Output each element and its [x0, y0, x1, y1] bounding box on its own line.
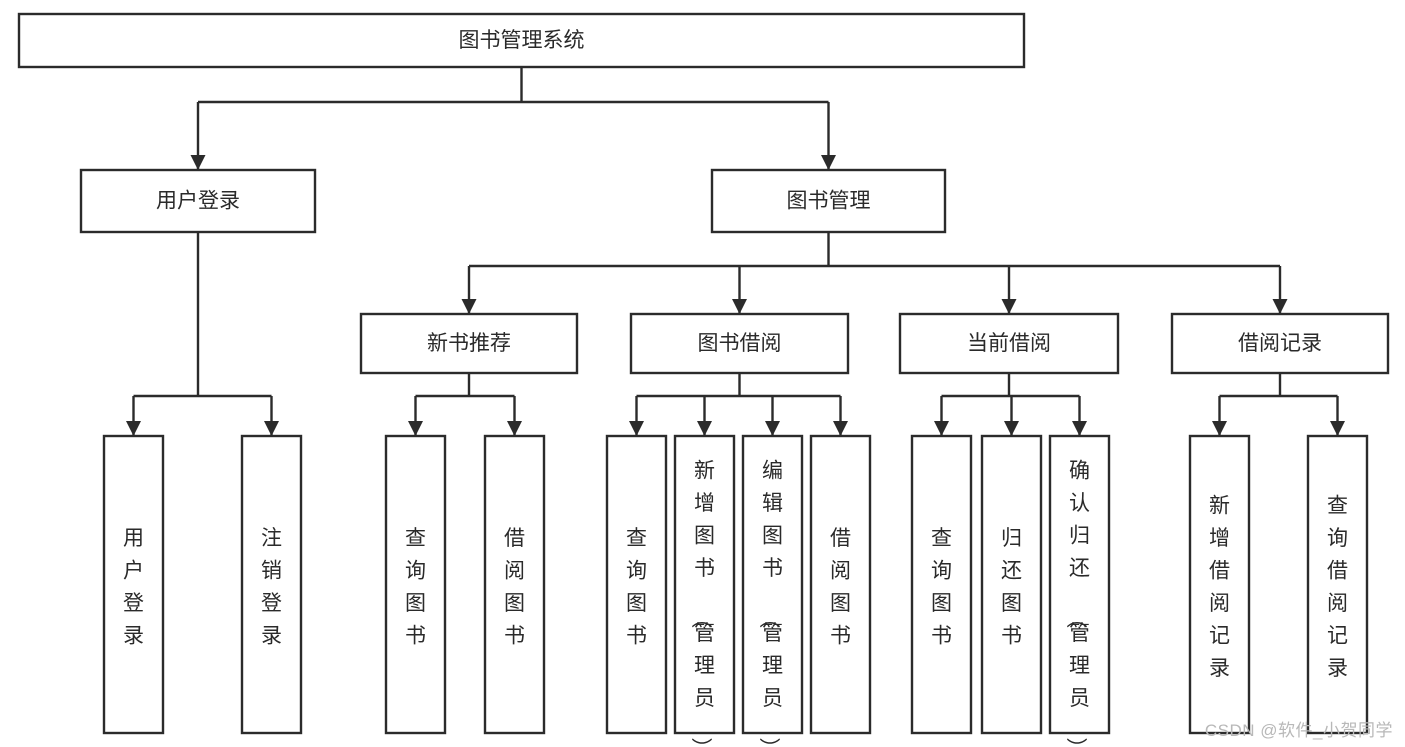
node-label-book-manage: 图书管理 [787, 190, 871, 213]
arrow-head-icon [732, 299, 747, 314]
node-box-leaf-user-login [102, 434, 165, 735]
node-box-user-login [79, 168, 317, 234]
nodes-layer: 图书管理系统用户登录图书管理新书推荐图书借阅当前借阅借阅记录用户登录注销登录查询… [17, 12, 1390, 747]
arrow-head-icon [833, 421, 848, 436]
node-box-leaf-user-logout [240, 434, 303, 735]
node-label-l3-query-book-c: 查询图书 [931, 527, 952, 648]
arrow-head-icon [629, 421, 644, 436]
node-label-root: 图书管理系统 [459, 29, 585, 52]
node-box-new-book-rec [359, 312, 579, 375]
arrow-head-icon [697, 421, 712, 436]
arrow-head-icon [507, 421, 522, 436]
node-box-borrow-record [1170, 312, 1390, 375]
node-new-book-rec[interactable]: 新书推荐 [359, 312, 579, 375]
node-l3-query-book-a[interactable]: 查询图书 [384, 434, 447, 735]
node-box-current-borrow [898, 312, 1120, 375]
node-l3-query-book-b[interactable]: 查询图书 [605, 434, 668, 735]
arrow-head-icon [190, 155, 206, 170]
node-label-l3-add-book: 新增图书（管理员） [689, 459, 715, 747]
node-label-l3-query-book-b: 查询图书 [626, 527, 647, 648]
node-label-borrow-record: 借阅记录 [1238, 332, 1322, 355]
node-box-l3-borrow-book-a [483, 434, 546, 735]
node-l3-add-record[interactable]: 新增借阅记录 [1188, 434, 1251, 735]
node-label-l3-borrow-book-b: 借阅图书 [830, 527, 851, 648]
arrow-head-icon [1072, 421, 1087, 436]
node-label-l3-confirm-return: 确认归还（管理员） [1064, 459, 1090, 747]
node-box-l3-query-book-b [605, 434, 668, 735]
arrow-head-icon [264, 421, 279, 436]
node-book-manage[interactable]: 图书管理 [710, 168, 947, 234]
node-user-login[interactable]: 用户登录 [79, 168, 317, 234]
arrow-head-icon [1272, 299, 1288, 314]
node-book-borrow[interactable]: 图书借阅 [629, 312, 850, 375]
node-label-leaf-user-login: 用户登录 [123, 527, 144, 648]
watermark-text: CSDN @软件_小贺同学 [1204, 721, 1393, 740]
node-label-new-book-rec: 新书推荐 [427, 332, 511, 355]
node-root[interactable]: 图书管理系统 [17, 12, 1026, 69]
node-box-l3-query-book-c [910, 434, 973, 735]
node-box-book-manage [710, 168, 947, 234]
arrow-head-icon [461, 299, 477, 314]
node-box-l3-add-record [1188, 434, 1251, 735]
arrow-head-icon [934, 421, 949, 436]
node-box-l3-edit-book [741, 434, 804, 735]
node-box-l3-add-book [673, 434, 736, 735]
node-box-book-borrow [629, 312, 850, 375]
node-l3-add-book[interactable]: 新增图书（管理员） [673, 434, 736, 747]
node-label-user-login: 用户登录 [156, 190, 240, 213]
node-box-l3-query-book-a [384, 434, 447, 735]
edges-layer [126, 67, 1345, 436]
node-label-leaf-user-logout: 注销登录 [261, 527, 282, 648]
node-box-l3-query-record [1306, 434, 1369, 735]
node-box-l3-return-book [980, 434, 1043, 735]
node-l3-borrow-book-a[interactable]: 借阅图书 [483, 434, 546, 735]
node-l3-confirm-return[interactable]: 确认归还（管理员） [1048, 434, 1111, 747]
node-l3-query-record[interactable]: 查询借阅记录 [1306, 434, 1369, 735]
node-l3-edit-book[interactable]: 编辑图书（管理员） [741, 434, 804, 747]
node-label-l3-add-record: 新增借阅记录 [1209, 494, 1230, 680]
node-current-borrow[interactable]: 当前借阅 [898, 312, 1120, 375]
node-l3-query-book-c[interactable]: 查询图书 [910, 434, 973, 735]
node-borrow-record[interactable]: 借阅记录 [1170, 312, 1390, 375]
node-label-l3-borrow-book-a: 借阅图书 [504, 527, 525, 648]
node-box-root [17, 12, 1026, 69]
arrow-head-icon [1004, 421, 1019, 436]
node-l3-return-book[interactable]: 归还图书 [980, 434, 1043, 735]
arrow-head-icon [1330, 421, 1345, 436]
node-l3-borrow-book-b[interactable]: 借阅图书 [809, 434, 872, 735]
node-label-current-borrow: 当前借阅 [967, 332, 1051, 355]
arrow-head-icon [765, 421, 780, 436]
arrow-head-icon [821, 155, 836, 170]
node-leaf-user-logout[interactable]: 注销登录 [240, 434, 303, 735]
arrow-head-icon [408, 421, 423, 436]
node-label-l3-return-book: 归还图书 [1001, 527, 1022, 648]
arrow-head-icon [1001, 299, 1017, 314]
node-label-book-borrow: 图书借阅 [698, 332, 782, 355]
node-label-l3-query-book-a: 查询图书 [405, 527, 426, 648]
node-box-l3-confirm-return [1048, 434, 1111, 735]
node-label-l3-edit-book: 编辑图书（管理员） [757, 459, 783, 747]
node-label-l3-query-record: 查询借阅记录 [1327, 494, 1348, 680]
node-leaf-user-login[interactable]: 用户登录 [102, 434, 165, 735]
arrow-head-icon [1212, 421, 1227, 436]
node-box-l3-borrow-book-b [809, 434, 872, 735]
arrow-head-icon [126, 421, 141, 436]
